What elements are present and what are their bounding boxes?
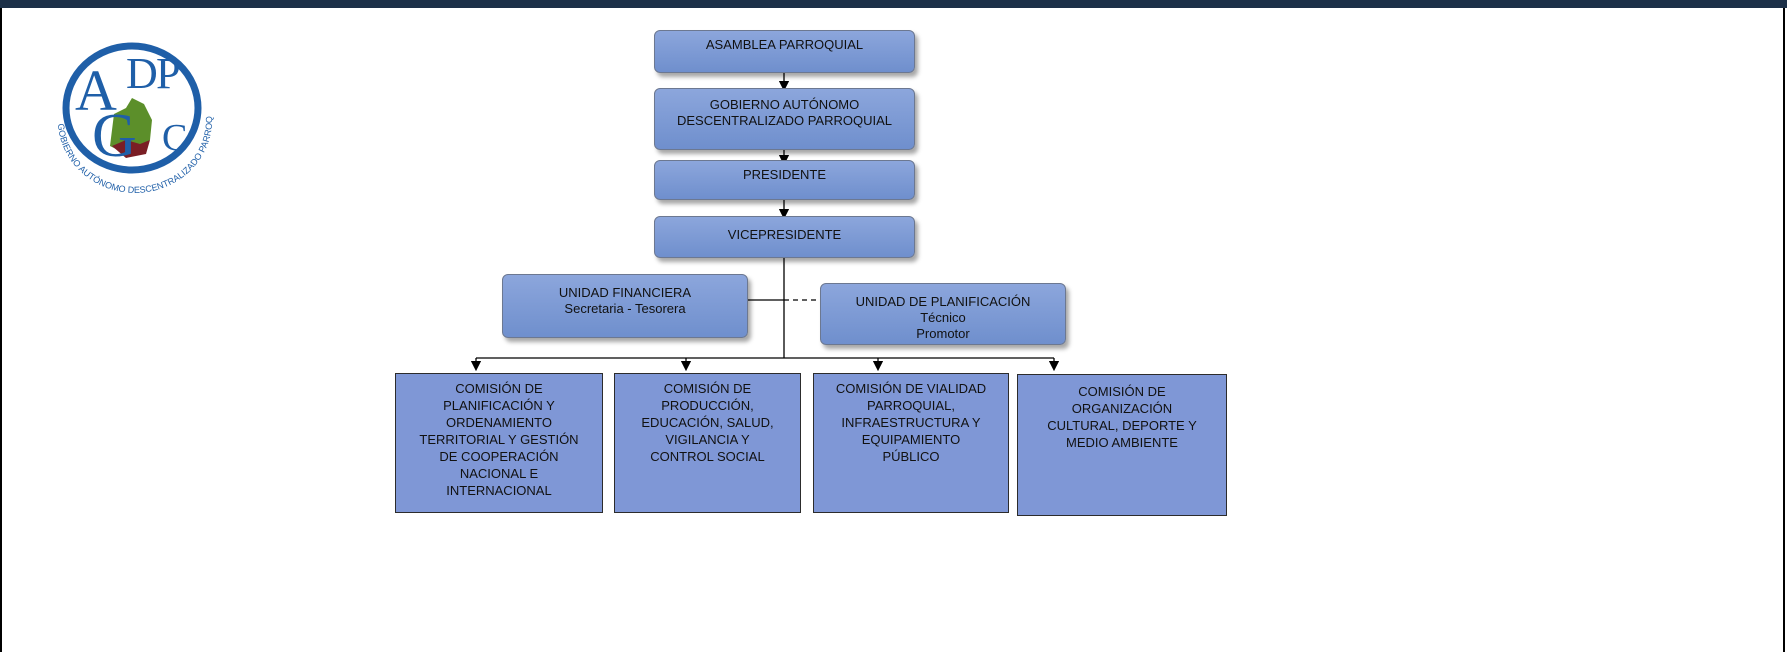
- label-asamblea: ASAMBLEA PARROQUIAL: [705, 37, 864, 52]
- box-comision-vialidad: COMISIÓN DE VIALIDAD PARROQUIAL, INFRAES…: [813, 373, 1009, 513]
- box-comision-produccion: COMISIÓN DE PRODUCCIÓN, EDUCACIÓN, SALUD…: [614, 373, 801, 513]
- label-financiera-title: UNIDAD FINANCIERA: [558, 285, 692, 300]
- box-comision-planificacion: COMISIÓN DE PLANIFICACIÓN Y ORDENAMIENTO…: [395, 373, 603, 513]
- label-planificacion-line2: Promotor: [916, 326, 970, 341]
- label-comision-3: COMISIÓN DE VIALIDAD PARROQUIAL, INFRAES…: [835, 381, 987, 464]
- label-comision-1: COMISIÓN DE PLANIFICACIÓN Y ORDENAMIENTO…: [419, 381, 579, 498]
- box-comision-organizacion: COMISIÓN DE ORGANIZACIÓN CULTURAL, DEPOR…: [1017, 374, 1227, 516]
- label-vicepresidente: VICEPRESIDENTE: [727, 227, 842, 242]
- label-planificacion-line1: Técnico: [920, 310, 966, 325]
- label-comision-4: COMISIÓN DE ORGANIZACIÓN CULTURAL, DEPOR…: [1047, 384, 1197, 450]
- label-presidente: PRESIDENTE: [742, 167, 827, 182]
- label-comision-2: COMISIÓN DE PRODUCCIÓN, EDUCACIÓN, SALUD…: [641, 381, 774, 464]
- logo: A D P G C GOBIERNO AUTÓNOMO DESCENTRALIZ…: [40, 28, 214, 193]
- logo-map-red: [112, 140, 150, 158]
- logo-ring: [62, 42, 202, 174]
- logo-map-green: [110, 98, 152, 152]
- logo-letter-d: D: [126, 49, 158, 98]
- logo-letter-a: A: [75, 58, 117, 123]
- logo-letter-g: G: [92, 102, 137, 170]
- top-bar: [0, 0, 1787, 8]
- box-presidente: PRESIDENTE: [654, 160, 915, 200]
- label-planificacion-title: UNIDAD DE PLANIFICACIÓN: [855, 294, 1031, 309]
- logo-letter-p: P: [156, 49, 180, 98]
- box-asamblea: ASAMBLEA PARROQUIAL: [654, 30, 915, 73]
- box-gobierno: GOBIERNO AUTÓNOMO DESCENTRALIZADO PARROQ…: [654, 88, 915, 150]
- box-unidad-planificacion: UNIDAD DE PLANIFICACIÓN Técnico Promotor: [820, 283, 1066, 345]
- label-gobierno: GOBIERNO AUTÓNOMO DESCENTRALIZADO PARROQ…: [676, 97, 893, 128]
- box-unidad-financiera: UNIDAD FINANCIERA Secretaria - Tesorera: [502, 274, 748, 338]
- label-financiera-sub: Secretaria - Tesorera: [564, 301, 686, 316]
- logo-letter-c: C: [162, 117, 187, 159]
- page-frame: [0, 8, 1785, 652]
- box-vicepresidente: VICEPRESIDENTE: [654, 216, 915, 258]
